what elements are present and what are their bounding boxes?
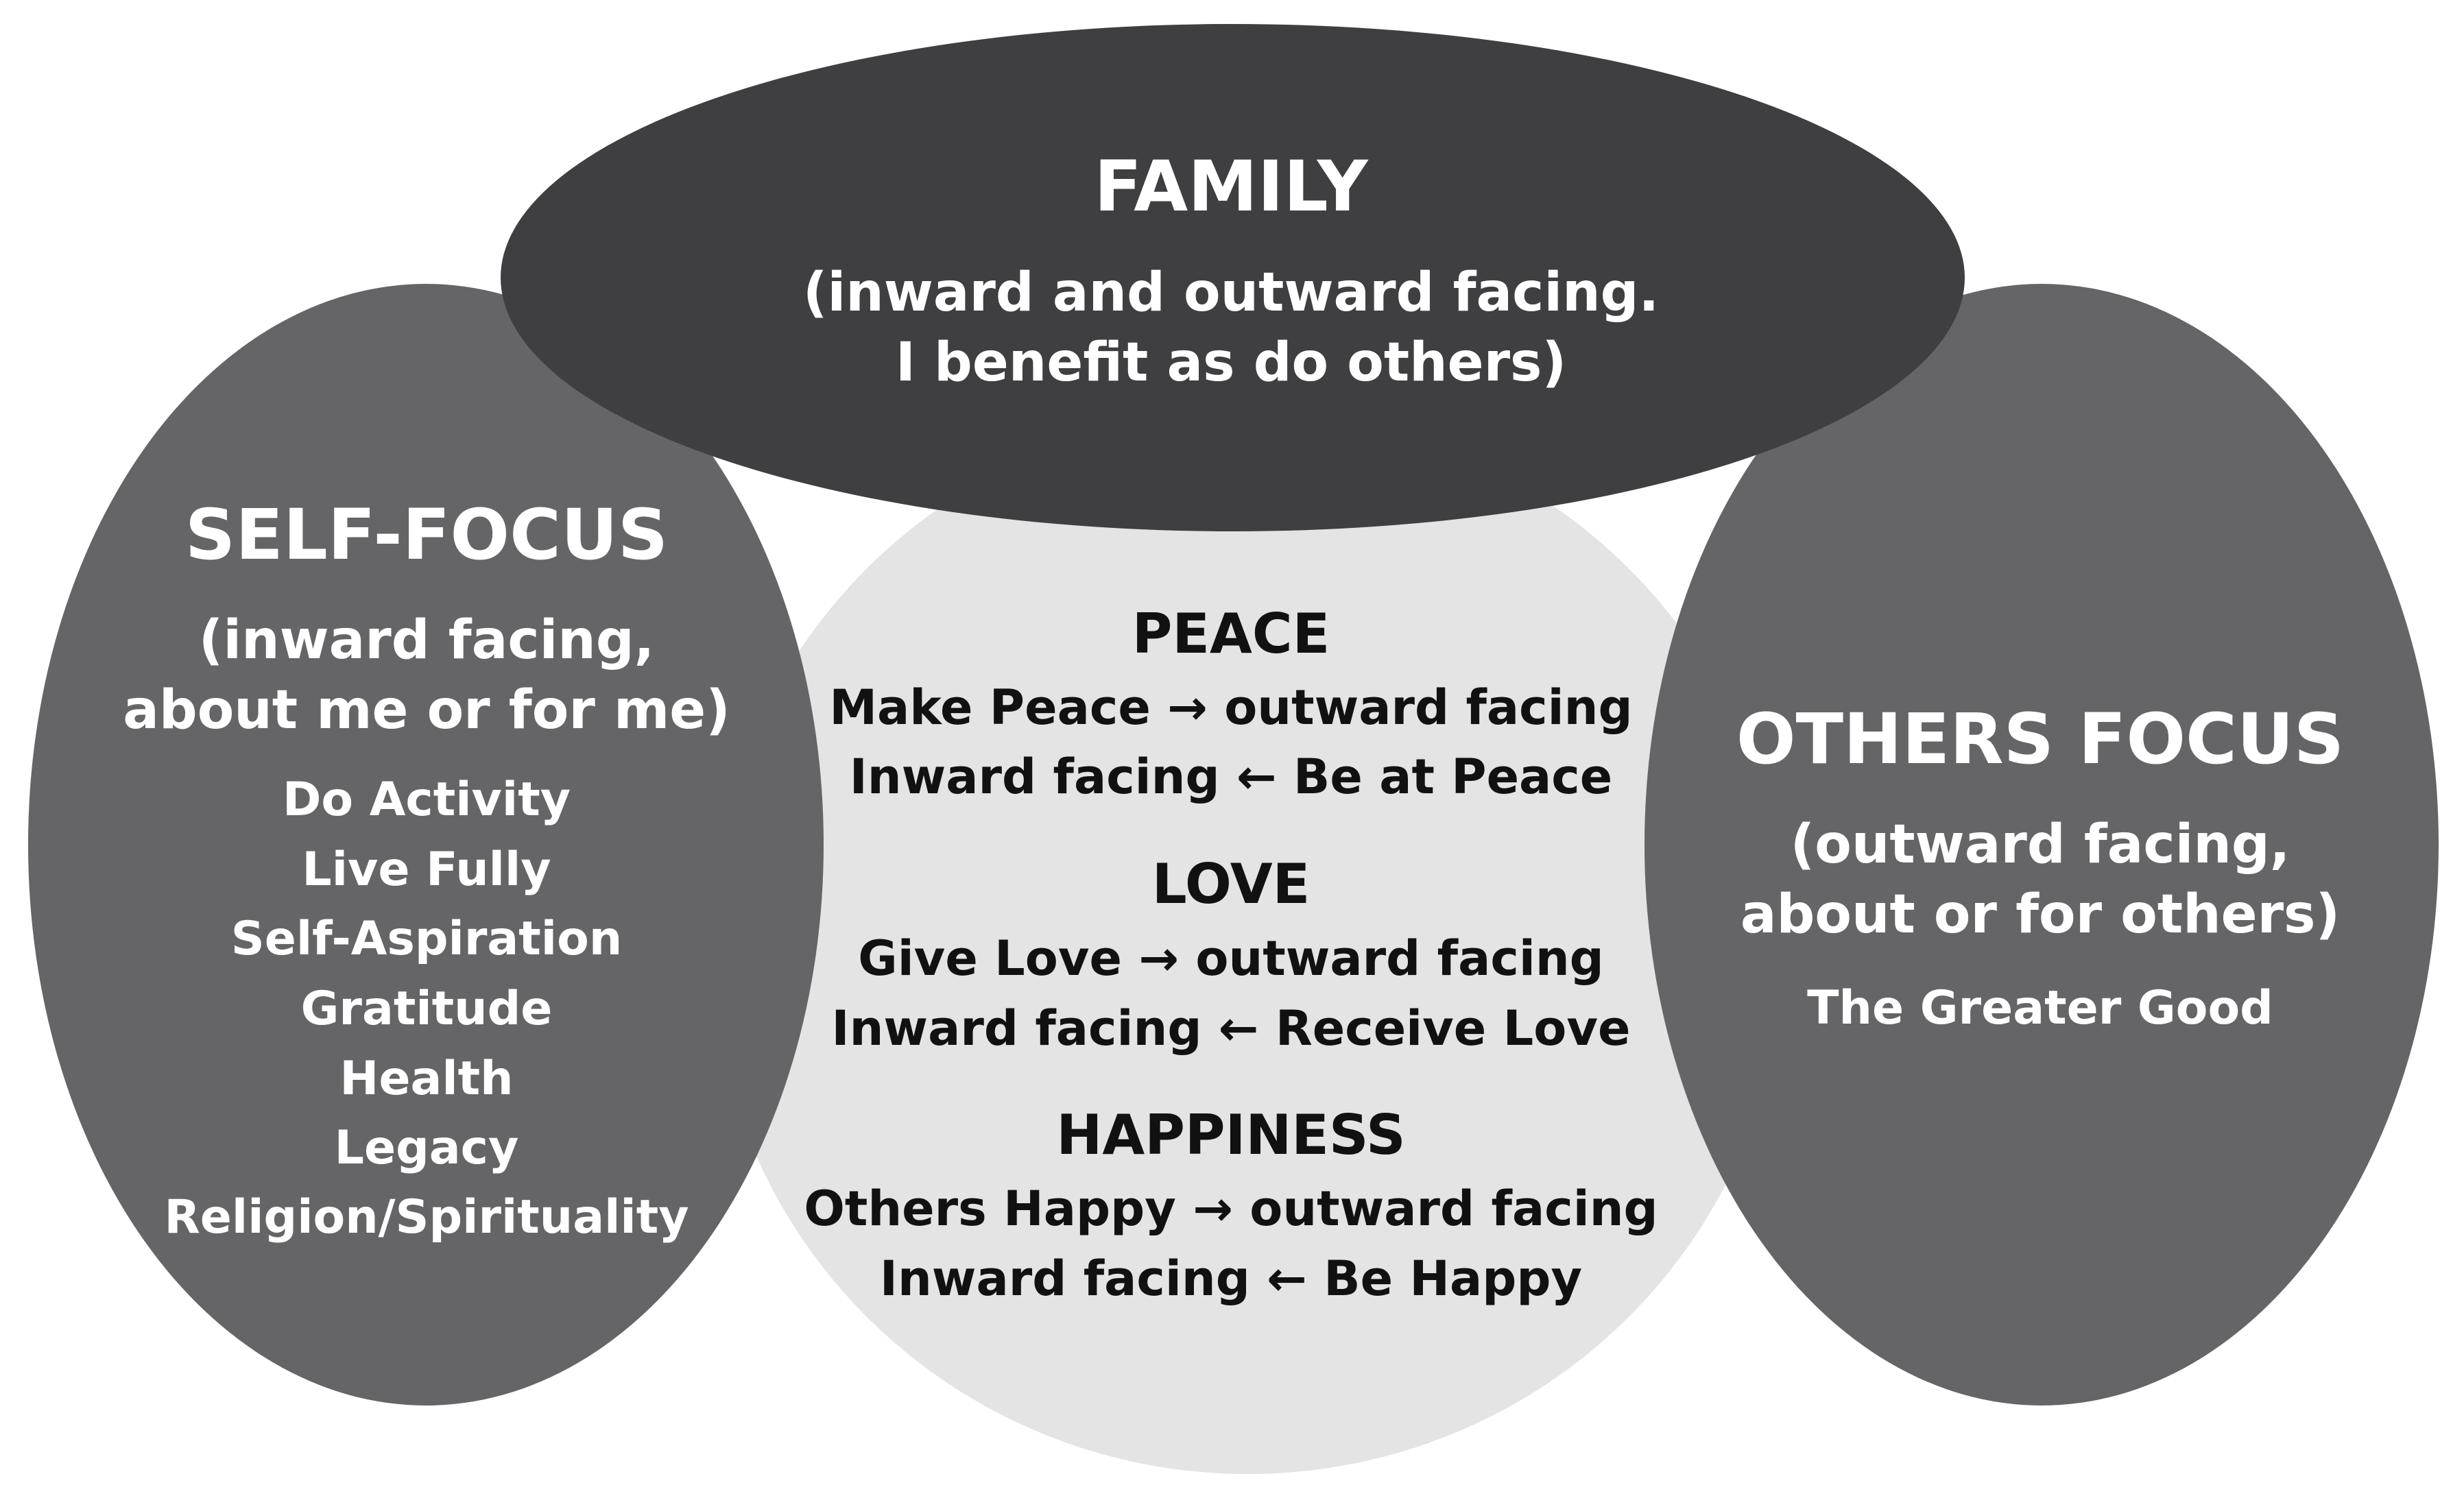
happiness-line-outward: Others Happy → outward facing: [804, 1181, 1658, 1237]
happiness-line-inward: Inward facing ← Be Happy: [879, 1251, 1583, 1307]
self-focus-item: Do Activity: [282, 773, 571, 827]
self-focus-item: Gratitude: [300, 982, 553, 1036]
love-line-inward: Inward facing ← Receive Love: [831, 1000, 1631, 1057]
happiness-heading: HAPPINESS: [1056, 1103, 1406, 1167]
family-title: FAMILY: [1094, 146, 1368, 228]
self-focus-oval: [28, 284, 824, 1405]
peace-line-inward: Inward facing ← Be at Peace: [849, 749, 1613, 805]
others-focus-subtitle-line-2: about or for others): [1740, 884, 2341, 945]
self-focus-item: Health: [339, 1052, 514, 1106]
self-focus-item: Live Fully: [302, 843, 551, 897]
peace-line-outward: Make Peace → outward facing: [829, 679, 1633, 736]
family-subtitle-line-2: I benefit as do others): [895, 332, 1567, 394]
self-focus-item: Legacy: [334, 1121, 519, 1175]
others-focus-oval: [1644, 284, 2439, 1405]
others-focus-item: The Greater Good: [1807, 981, 2273, 1035]
love-heading: LOVE: [1151, 852, 1311, 916]
family-oval: [501, 24, 1965, 531]
love-line-outward: Give Love → outward facing: [858, 930, 1604, 987]
peace-heading: PEACE: [1132, 602, 1330, 666]
self-focus-item: Self-Aspiration: [230, 912, 623, 966]
self-focus-title: SELF-FOCUS: [184, 494, 669, 576]
center-circle: [711, 411, 1784, 1474]
self-focus-item: Religion/Spirituality: [164, 1190, 689, 1244]
others-focus-title: OTHERS FOCUS: [1736, 699, 2345, 780]
self-focus-subtitle-line-2: about me or for me): [123, 679, 730, 741]
family-subtitle-line-1: (inward and outward facing.: [802, 262, 1660, 324]
others-focus-subtitle-line-1: (outward facing,: [1790, 814, 2290, 876]
self-focus-subtitle-line-1: (inward facing,: [198, 610, 655, 671]
